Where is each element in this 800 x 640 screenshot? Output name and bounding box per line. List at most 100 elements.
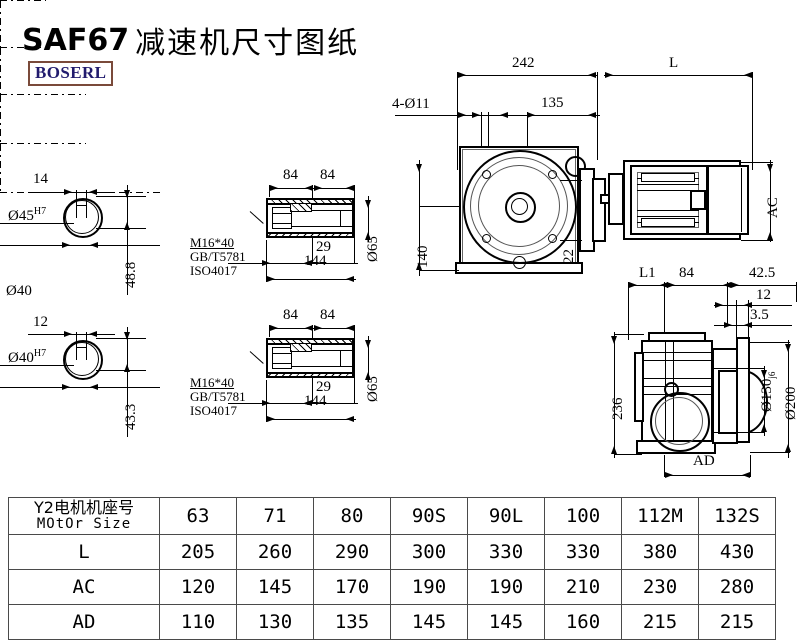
- side-housing-left-rib: [634, 352, 644, 422]
- side-flange-bore-label: Ø130j6: [759, 371, 777, 412]
- side-flange-plate: [736, 337, 750, 443]
- shaft-assembly-bottom-view: 84 84 29 144 Ø65 M16*40 GB/T5781 ISO4017: [0, 143, 800, 422]
- side-flange-outer: Ø200: [783, 386, 799, 420]
- assembly-top-dim-total: 144: [304, 253, 327, 269]
- shaft-top-inner-circle: [65, 200, 99, 234]
- gearbox-mount-hole: [548, 234, 557, 243]
- assembly-bottom-bolt-standard-1: GB/T5781: [190, 389, 246, 404]
- table-cell: 215: [621, 604, 699, 640]
- side-dim-236: 236: [610, 397, 626, 421]
- table-col-header: 80: [313, 497, 391, 535]
- gearbox-dim-AC: AC: [765, 197, 781, 218]
- table-cell: 170: [313, 569, 391, 605]
- gearbox-hub-bore: [511, 198, 528, 215]
- assembly-bottom-dim-left: 84: [283, 307, 298, 323]
- motor-shaft-stub: [600, 194, 610, 204]
- table-cell: 160: [544, 604, 622, 640]
- shaft-bottom-outer-circle: [63, 340, 103, 380]
- shaft-top-outer-circle: [63, 198, 103, 238]
- table-col-header: 90S: [390, 497, 468, 535]
- table-row-label: AC: [8, 569, 160, 605]
- table-header-row: Y2电机机座号 MOtOr Size 63 71 80 90S 90L 100 …: [8, 497, 776, 535]
- gearbox-adapter-flange: [592, 178, 606, 242]
- gearbox-mount-hole: [482, 234, 491, 243]
- assembly-top-bolt-head: [272, 207, 292, 229]
- table-header-label: Y2电机机座号 MOtOr Size: [8, 497, 160, 535]
- shaft-bottom-bore-label: Ø40H7: [8, 348, 47, 366]
- table-cell: 120: [159, 569, 237, 605]
- assembly-top-bolt-standard-2: ISO4017: [190, 263, 237, 278]
- table-cell: 430: [698, 534, 776, 570]
- assembly-bottom-dim-right: 84: [320, 307, 335, 323]
- table-cell: 300: [390, 534, 468, 570]
- table-cell: 290: [313, 534, 391, 570]
- assembly-bottom-dim-inner: 29: [316, 379, 331, 395]
- table-row: L 205 260 290 300 330 330 380 430: [8, 534, 776, 570]
- table-cell: 110: [159, 604, 237, 640]
- shaft-top-view: 14 Ø45H7 48.8 Ø40: [0, 0, 800, 299]
- motor-adapter: [608, 173, 624, 225]
- shaft-top-key-width: 14: [33, 171, 48, 187]
- shaft-assembly-top-view: 84 84 29 144 Ø65 M16*40 GB/T5781 ISO4017: [0, 94, 800, 282]
- table-row-label: L: [8, 534, 160, 570]
- table-cell: 230: [621, 569, 699, 605]
- shaft-top-bore-label: Ø45H7: [8, 206, 47, 224]
- assembly-bottom-bolt-spec: M16*40: [190, 375, 235, 390]
- assembly-top-bolt-spec: M16*40: [190, 235, 235, 250]
- side-dim-42-5: 42.5: [749, 265, 776, 281]
- gearbox-dim-135: 135: [541, 95, 564, 111]
- assembly-top-diameter: Ø65: [365, 236, 381, 262]
- brand-logo: BOSERL: [28, 61, 114, 86]
- gearbox-dim-242: 242: [512, 55, 535, 71]
- gearbox-front-view: 242 L 135 4-Ø11 140 22: [0, 56, 800, 276]
- table-cell: 130: [236, 604, 314, 640]
- shaft-bottom-key-width: 12: [33, 314, 48, 330]
- side-dim-12: 12: [756, 287, 771, 303]
- table-cell: 145: [390, 604, 468, 640]
- spec-table: Y2电机机座号 MOtOr Size 63 71 80 90S 90L 100 …: [8, 497, 776, 640]
- side-dim-AD: AD: [693, 453, 715, 469]
- motor-terminal-box: [690, 190, 706, 210]
- assembly-bottom-bolt-head: [272, 347, 292, 369]
- table-col-header: 132S: [698, 497, 776, 535]
- assembly-top-dim-right: 84: [320, 167, 335, 183]
- gearbox-hub-outer: [505, 192, 536, 223]
- side-dim-84: 84: [679, 265, 694, 281]
- table-col-header: 112M: [621, 497, 699, 535]
- table-cell: 190: [467, 569, 545, 605]
- shaft-top-key-height: 48.8: [123, 261, 139, 288]
- gearbox-flange-mid: [470, 157, 568, 255]
- table-cell: 330: [544, 534, 622, 570]
- shaft-top-bore-tolerance: H7: [33, 206, 47, 217]
- shaft-bottom-key-height: 43.3: [123, 403, 139, 430]
- table-row-label: AD: [8, 604, 160, 640]
- gearbox-dim-140: 140: [415, 245, 431, 269]
- table-cell: 205: [159, 534, 237, 570]
- table-row: AD 110 130 135 145 145 160 215 215: [8, 604, 776, 640]
- shaft-bottom-view: 12 Ø40H7 43.3: [0, 47, 800, 437]
- table-cell: 135: [313, 604, 391, 640]
- side-output-bore-inner: [655, 397, 703, 445]
- table-col-header: 90L: [467, 497, 545, 535]
- table-cell: 380: [621, 534, 699, 570]
- assembly-top-dim-inner: 29: [316, 239, 331, 255]
- table-row: AC 120 145 170 190 190 210 230 280: [8, 569, 776, 605]
- assembly-bottom-dim-total: 144: [304, 393, 327, 409]
- gearbox-flange-inner: [478, 165, 560, 247]
- assembly-bottom-diameter: Ø65: [365, 376, 381, 402]
- table-cell: 330: [467, 534, 545, 570]
- side-dim-L1: L1: [639, 265, 656, 281]
- assembly-top-bolt-standard-1: GB/T5781: [190, 249, 246, 264]
- side-housing-top: [648, 332, 706, 342]
- side-output-boss: [664, 382, 679, 397]
- gearbox-dim-L: L: [669, 55, 679, 71]
- table-col-header: 71: [236, 497, 314, 535]
- side-flange-bore-tolerance: j6: [767, 371, 777, 379]
- page-title-description: 减速机尺寸图纸: [135, 26, 360, 61]
- table-header-label-en: MOtOr Size: [36, 516, 132, 533]
- brand-logo-text: BOSERL: [35, 63, 107, 82]
- table-cell: 215: [698, 604, 776, 640]
- assembly-bottom-bolt-standard-2: ISO4017: [190, 403, 237, 418]
- shaft-top-aux-label: Ø40: [6, 283, 32, 299]
